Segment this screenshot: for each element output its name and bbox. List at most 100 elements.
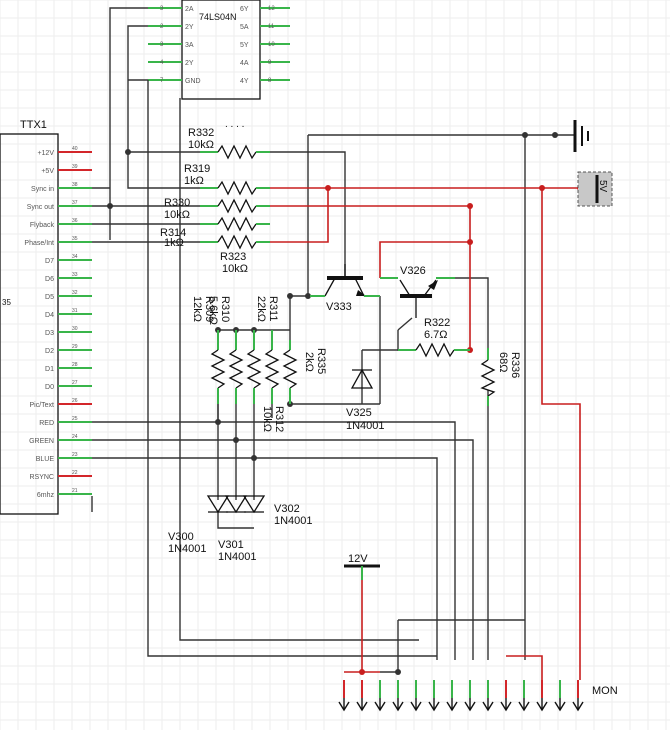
ic-pin-num: 12 — [268, 6, 275, 12]
v326-name: V326 — [400, 265, 426, 277]
resistor-r336[interactable]: R336 68Ω — [480, 348, 521, 406]
r323-value: 10kΩ — [222, 263, 248, 275]
r310-name: R310 — [219, 296, 231, 322]
mon-name: MON — [592, 685, 618, 697]
ic-74ls04-name: 74LS04N — [199, 12, 237, 22]
ttx1-pin-number: 38 — [72, 182, 78, 188]
ttx1-pin-number: 40 — [72, 146, 78, 152]
r309-value: 12kΩ — [191, 296, 203, 322]
resistor-r314[interactable]: R314 1kΩ — [160, 216, 270, 249]
ttx1-pin-number: 24 — [72, 434, 78, 440]
resistor-r330[interactable]: R330 10kΩ — [164, 197, 270, 221]
r311-name: R311 — [267, 296, 279, 321]
ic-pin-label: GND — [185, 78, 201, 85]
ttx1-pin-number: 39 — [72, 164, 78, 170]
diode-v300[interactable]: V300 1N4001 — [168, 495, 230, 555]
transistor-v333[interactable]: V333 — [310, 264, 380, 313]
ttx1-pin-label: D6 — [45, 276, 54, 283]
resistor-r311[interactable]: R311 22kΩ — [246, 296, 279, 404]
r335-value: 2kΩ — [303, 352, 315, 372]
ttx1-pin-number: 28 — [72, 362, 78, 368]
r323-name: R323 — [220, 251, 246, 263]
ttx1-pin-label: BLUE — [36, 456, 55, 463]
ttx1-pin-number: 36 — [72, 218, 78, 224]
r310-value: 5.6kΩ — [207, 296, 219, 325]
v302-type: 1N4001 — [274, 515, 313, 527]
r322-value: 6.7Ω — [424, 329, 448, 341]
ground-symbol — [573, 120, 589, 152]
r322-name: R322 — [424, 317, 450, 329]
ttx1-pin-label: Pic/Text — [29, 402, 54, 409]
r330-name: R330 — [164, 197, 190, 209]
r311-value: 22kΩ — [255, 296, 267, 322]
ic-pin-num: 3 — [160, 42, 164, 48]
ic-pin-label: 2Y — [185, 24, 194, 31]
transistor-v326[interactable]: V326 — [380, 265, 455, 318]
supply-5v-label: 5V — [597, 180, 608, 193]
r319-value: 1kΩ — [184, 175, 204, 187]
ttx1-pin-number: 25 — [72, 416, 78, 422]
mon-pins — [338, 680, 584, 712]
resistor-r312[interactable]: R312 10kΩ — [261, 330, 285, 432]
ttx1-pin-label: D4 — [45, 312, 54, 319]
ttx1-pin-number: 21 — [72, 488, 78, 494]
r332-name: R332 — [188, 127, 214, 139]
ic-pin-num: 10 — [268, 42, 275, 48]
resistor-r319[interactable]: R319 1kΩ — [184, 163, 270, 196]
ttx1-pin-label: Flyback — [30, 222, 55, 229]
ttx1-pin-label: +5V — [41, 168, 54, 175]
v333-name: V333 — [326, 301, 352, 313]
ttx1-pin-number: 29 — [72, 344, 78, 350]
ttx1-pin-label: D1 — [45, 366, 54, 373]
ic-pin-num: 4 — [160, 60, 164, 66]
r309-name: R309 — [203, 296, 215, 322]
ic-74ls04[interactable]: 74LS04N 3 2A 2 2Y 3 3A 4 2Y 7 GND 6Y 12 … — [148, 0, 290, 100]
mon-connector[interactable]: MON — [338, 680, 618, 712]
ic-pin-num: 9 — [268, 60, 272, 66]
v325-name: V325 — [346, 407, 372, 419]
resistor-r309[interactable]: R309 12kΩ — [191, 296, 226, 404]
r314-name: R314 — [160, 227, 186, 239]
diode-v302[interactable]: V302 1N4001 — [242, 495, 313, 527]
ttx1-pin-label: Phase/Int — [24, 240, 54, 247]
r312-value: 10kΩ — [261, 406, 273, 432]
ic-pin-label: 5Y — [240, 42, 249, 49]
diode-v301[interactable]: V301 1N4001 — [218, 495, 257, 563]
v302-name: V302 — [274, 503, 300, 515]
ttx1-pin-label: +12V — [37, 150, 54, 157]
ttx1-pin-number: 23 — [72, 452, 78, 458]
ic-pin-num: 8 — [268, 78, 272, 84]
ttx1-pin-number: 34 — [72, 254, 78, 260]
ttx1-pin-label: Sync out — [27, 204, 54, 211]
ttx1-pin-label: D5 — [45, 294, 54, 301]
supply-5v: 5V — [577, 171, 613, 207]
resistor-r323[interactable]: R323 10kΩ — [200, 234, 270, 275]
diode-v325[interactable]: V325 1N4001 — [346, 368, 385, 432]
ttx1-pin-number: 26 — [72, 398, 78, 404]
ttx1-pin-label: D0 — [45, 384, 54, 391]
ttx1-pin-label: GREEN — [29, 438, 54, 445]
resistor-r310[interactable]: R310 5.6kΩ — [207, 296, 244, 404]
ttx1-pin-label: D7 — [45, 258, 54, 265]
resistor-r322[interactable]: R322 6.7Ω — [398, 317, 470, 358]
v301-name: V301 — [218, 539, 244, 551]
ttx1-pin-number: 37 — [72, 200, 78, 206]
ic-pin-label: 2Y — [185, 60, 194, 67]
r336-value: 68Ω — [497, 352, 509, 372]
ic-pin-label: 3A — [185, 42, 194, 49]
ttx1-pin-number: 33 — [72, 272, 78, 278]
r335-name: R335 — [315, 348, 327, 374]
ttx1-pin-label: D3 — [45, 330, 54, 337]
supply-12v-label: 12V — [348, 553, 368, 565]
ttx1-pin-label: 6mhz — [37, 492, 55, 499]
ttx1-pin-label: RED — [39, 420, 54, 427]
v325-type: 1N4001 — [346, 420, 385, 432]
resistor-r335[interactable]: R335 2kΩ — [282, 340, 327, 404]
ttx1-pin-label: RSYNC — [29, 474, 54, 481]
ic-pin-label: 6Y — [240, 6, 249, 13]
resistor-r332[interactable]: R332 10kΩ — [188, 127, 270, 160]
r314-value: 1kΩ — [164, 237, 184, 249]
